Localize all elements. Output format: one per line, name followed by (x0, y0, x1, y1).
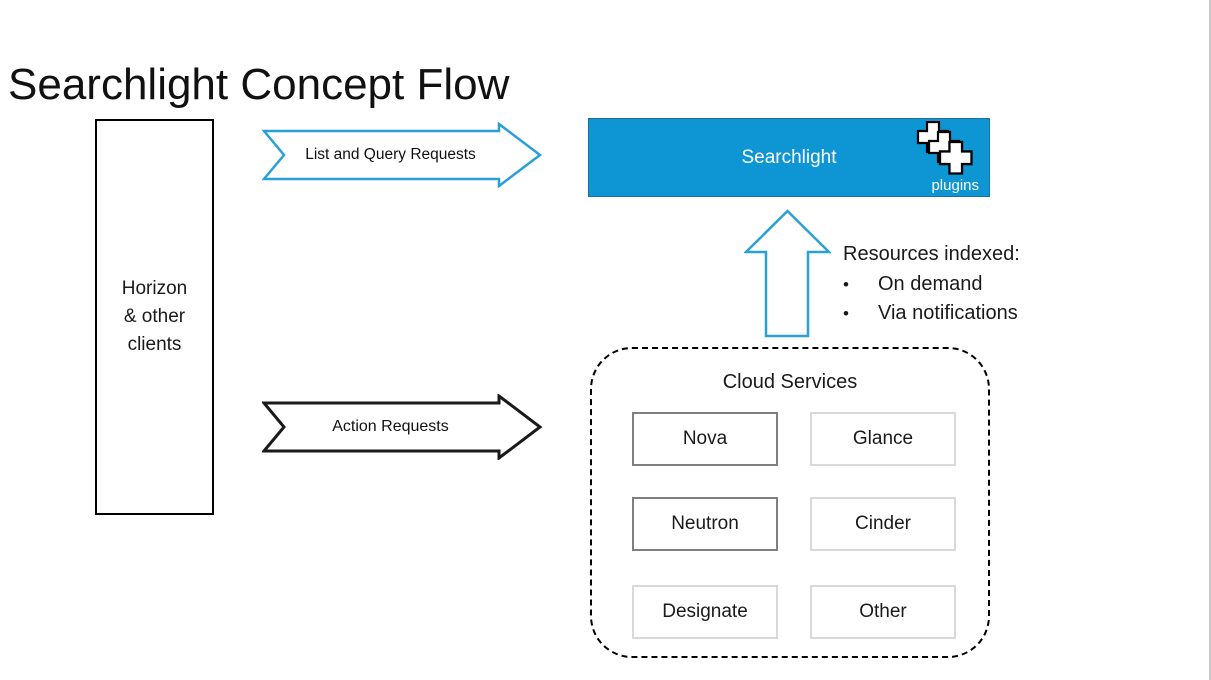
clients-box: Horizon & other clients (95, 119, 214, 515)
service-label: Glance (852, 428, 914, 449)
resources-heading: Resources indexed: (843, 243, 1020, 265)
service-box-cinder: Cinder (810, 497, 956, 551)
cloud-services-box: Cloud Services Nova Glance Neutron Cinde… (590, 347, 990, 658)
right-arrow-icon (262, 122, 543, 188)
service-box-neutron: Neutron (632, 497, 778, 551)
plugins-label: plugins (931, 177, 979, 194)
resources-bullet: • On demand (843, 273, 1020, 296)
action-arrow-label: Action Requests (332, 418, 449, 435)
clients-box-line: clients (127, 334, 182, 355)
searchlight-label: Searchlight (741, 146, 837, 168)
service-box-other: Other (810, 585, 956, 639)
clients-box-line: & other (123, 306, 186, 327)
service-label: Cinder (855, 513, 911, 534)
resources-bullet-text: On demand (878, 273, 983, 295)
action-arrow: Action Requests (262, 394, 543, 460)
list-query-arrow: List and Query Requests (262, 122, 543, 188)
service-label: Other (859, 601, 907, 622)
service-label: Nova (682, 428, 728, 449)
service-label: Designate (662, 601, 748, 622)
service-label: Neutron (671, 513, 739, 534)
right-arrow-icon (262, 394, 543, 460)
service-box-designate: Designate (632, 585, 778, 639)
up-arrow-icon (744, 209, 831, 338)
resources-bullet-text: Via notifications (878, 302, 1018, 324)
clients-box-line: Horizon (121, 278, 188, 299)
page-title: Searchlight Concept Flow (8, 60, 510, 109)
resources-bullet: • Via notifications (843, 302, 1020, 325)
bullet-dot-icon: • (843, 304, 849, 323)
bullet-dot-icon: • (843, 275, 849, 294)
service-box-glance: Glance (810, 412, 956, 466)
service-box-nova: Nova (632, 412, 778, 466)
list-query-arrow-label: List and Query Requests (305, 146, 476, 163)
resources-annotation: Resources indexed: • On demand • Via not… (843, 243, 1020, 331)
searchlight-box: Searchlight plugins (588, 118, 990, 197)
plugins-icon (916, 121, 973, 175)
cloud-services-title: Cloud Services (722, 371, 858, 393)
